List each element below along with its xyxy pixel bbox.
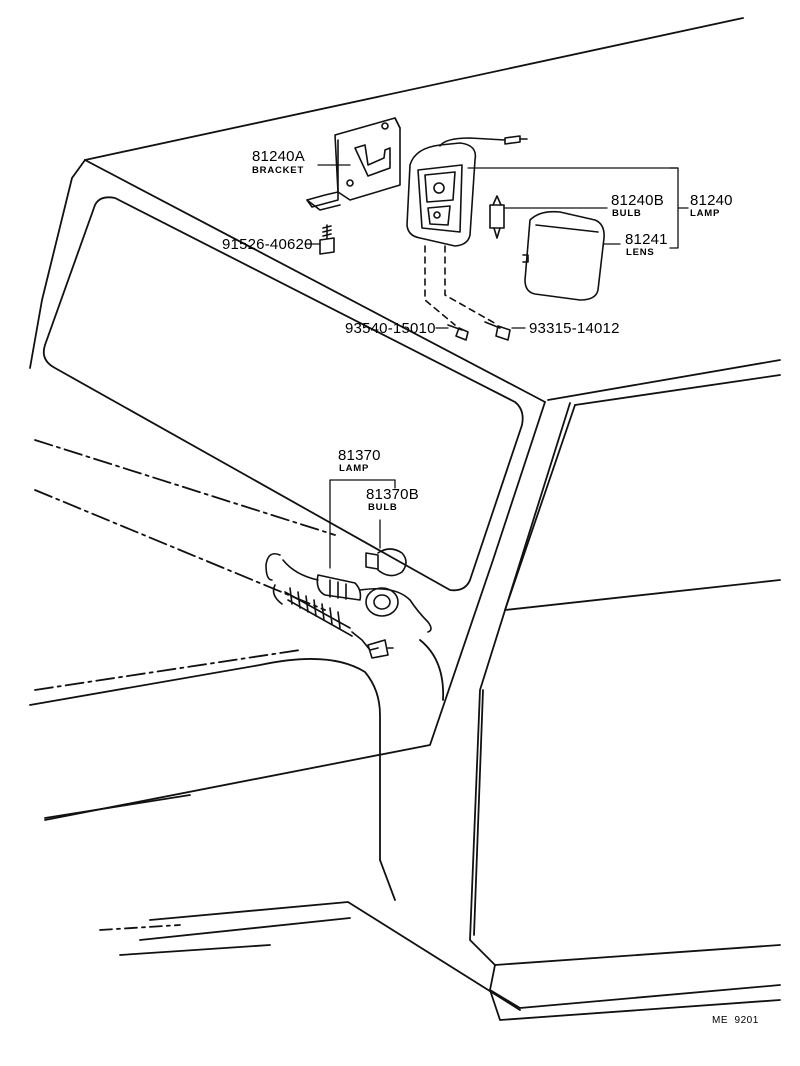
bracket-part-number: 81240A — [252, 148, 305, 165]
bracket-drawing — [307, 118, 400, 210]
lamp-bottom-part-number: 81370 — [338, 447, 381, 464]
lamp-top-part-name: LAMP — [690, 208, 721, 219]
lamp-bottom-part-name: LAMP — [339, 463, 370, 474]
bolt-drawing — [320, 225, 334, 254]
bracket-part-name: BRACKET — [252, 165, 305, 176]
diagram-reference-code: ME 9201 — [712, 1015, 759, 1026]
bulb-top-part-number: 81240B — [611, 192, 664, 209]
festoon-bulb-drawing — [490, 196, 504, 238]
bulb-bottom-part-name: BULB — [368, 502, 398, 513]
work-lamp-bulb-drawing — [366, 549, 406, 576]
lamp-top-part-number: 81240 — [690, 192, 733, 209]
lens-drawing — [523, 212, 604, 300]
bulb-top-part-name: BULB — [612, 208, 642, 219]
bulb-bottom-part-number: 81370B — [366, 486, 419, 503]
bolt-part-number: 91526-40620 — [222, 236, 313, 253]
vehicle-body-outline — [30, 18, 780, 1020]
screw-2-part-number: 93315-14012 — [529, 320, 620, 337]
lens-part-name: LENS — [626, 247, 655, 258]
screws-drawing — [448, 322, 510, 340]
leader-lines — [305, 165, 688, 568]
rear-window — [44, 197, 523, 590]
license-lamp-housing-drawing — [407, 136, 527, 325]
lens-part-number: 81241 — [625, 231, 668, 248]
work-lamp-drawing — [266, 554, 431, 658]
screw-part-number: 93540-15010 — [345, 320, 436, 337]
